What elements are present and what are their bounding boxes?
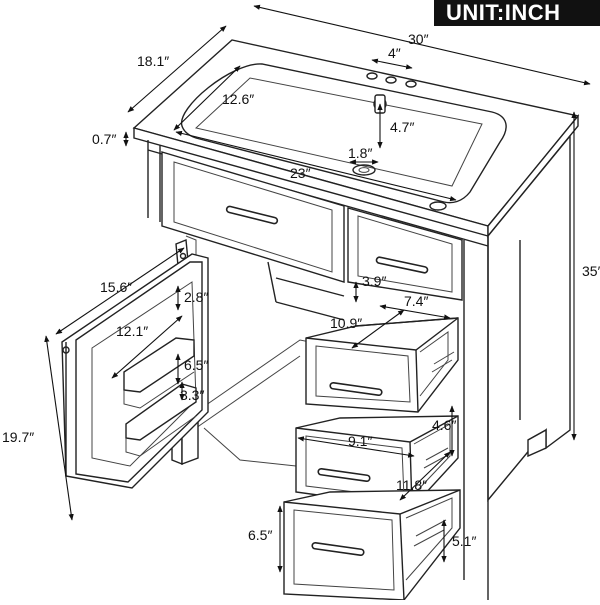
drawer-handle-icon xyxy=(317,467,371,483)
open-drawer-1 xyxy=(305,317,459,413)
label-countertop-thickness: 0.7″ xyxy=(92,131,116,147)
label-shelf-width: 12.1″ xyxy=(116,323,148,339)
drawer-handle-icon xyxy=(329,381,383,397)
label-drawer-front-gap: 3.9″ xyxy=(362,273,386,289)
top-right-drawer xyxy=(347,207,463,301)
label-drawer-side: 11.8″ xyxy=(396,477,427,493)
label-depth: 18.1″ xyxy=(137,53,169,69)
label-door-width: 15.6″ xyxy=(100,279,132,295)
label-drain-diameter: 1.8″ xyxy=(348,145,372,161)
open-drawer-3 xyxy=(283,489,461,601)
label-drawer-length: 9.1″ xyxy=(348,433,372,449)
label-basin-width: 23″ xyxy=(290,165,311,181)
dimension-labels: 30″ 18.1″ 35″ 0.7″ 4″ 12.6″ 4.7″ 1.8″ 23… xyxy=(2,31,600,549)
unit-banner: UNIT:INCH xyxy=(434,0,600,26)
label-shelf-inner: 3.3″ xyxy=(180,387,204,403)
label-bottom-drawer-height: 6.5″ xyxy=(248,527,272,543)
label-total-width: 30″ xyxy=(408,31,429,47)
label-height: 35″ xyxy=(582,263,600,279)
label-basin-depth: 12.6″ xyxy=(222,91,254,107)
drawer-handle-icon xyxy=(375,256,429,274)
label-bottom-drawer-inner: 5.1″ xyxy=(452,533,476,549)
label-faucet-hole-spacing: 4″ xyxy=(388,45,401,61)
label-faucet-to-drain: 4.7″ xyxy=(390,119,414,135)
drawer-handle-icon xyxy=(225,205,279,225)
drawer-handle-icon xyxy=(311,541,365,557)
label-drawer-inner-width: 7.4″ xyxy=(404,293,428,309)
label-door-height: 19.7″ xyxy=(2,429,34,445)
overflow-hole-icon xyxy=(429,201,447,211)
label-shelf-depth: 2.8″ xyxy=(184,289,208,305)
dimension-lines xyxy=(44,4,591,573)
label-shelf-height: 6.5″ xyxy=(184,357,208,373)
label-drawer-inner-height: 4.6″ xyxy=(432,417,456,433)
label-drawer-inner-depth: 10.9″ xyxy=(330,315,362,331)
